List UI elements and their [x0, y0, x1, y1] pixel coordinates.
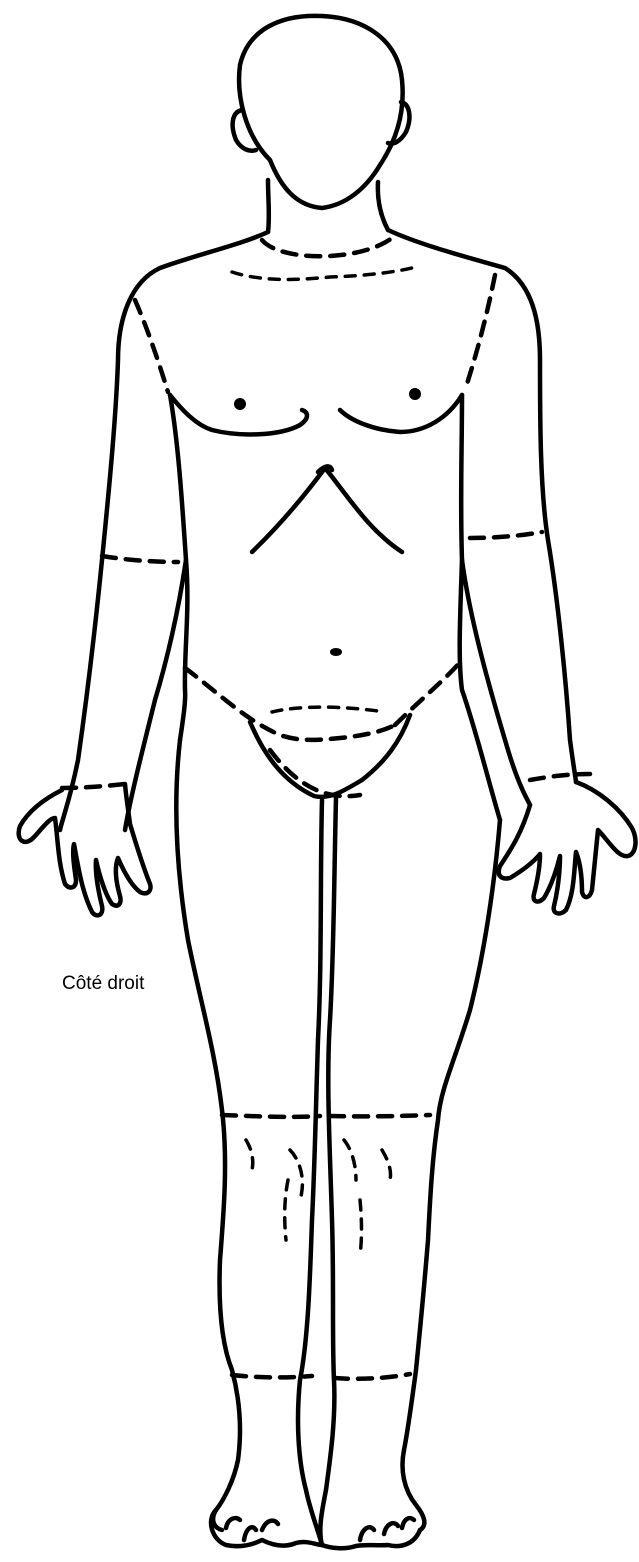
pelvis: [185, 660, 462, 797]
legs: [176, 740, 500, 1545]
head: [233, 16, 410, 208]
left-hand: [499, 774, 636, 913]
side-label-right: Côté droit: [62, 973, 144, 995]
neck: [232, 180, 412, 279]
